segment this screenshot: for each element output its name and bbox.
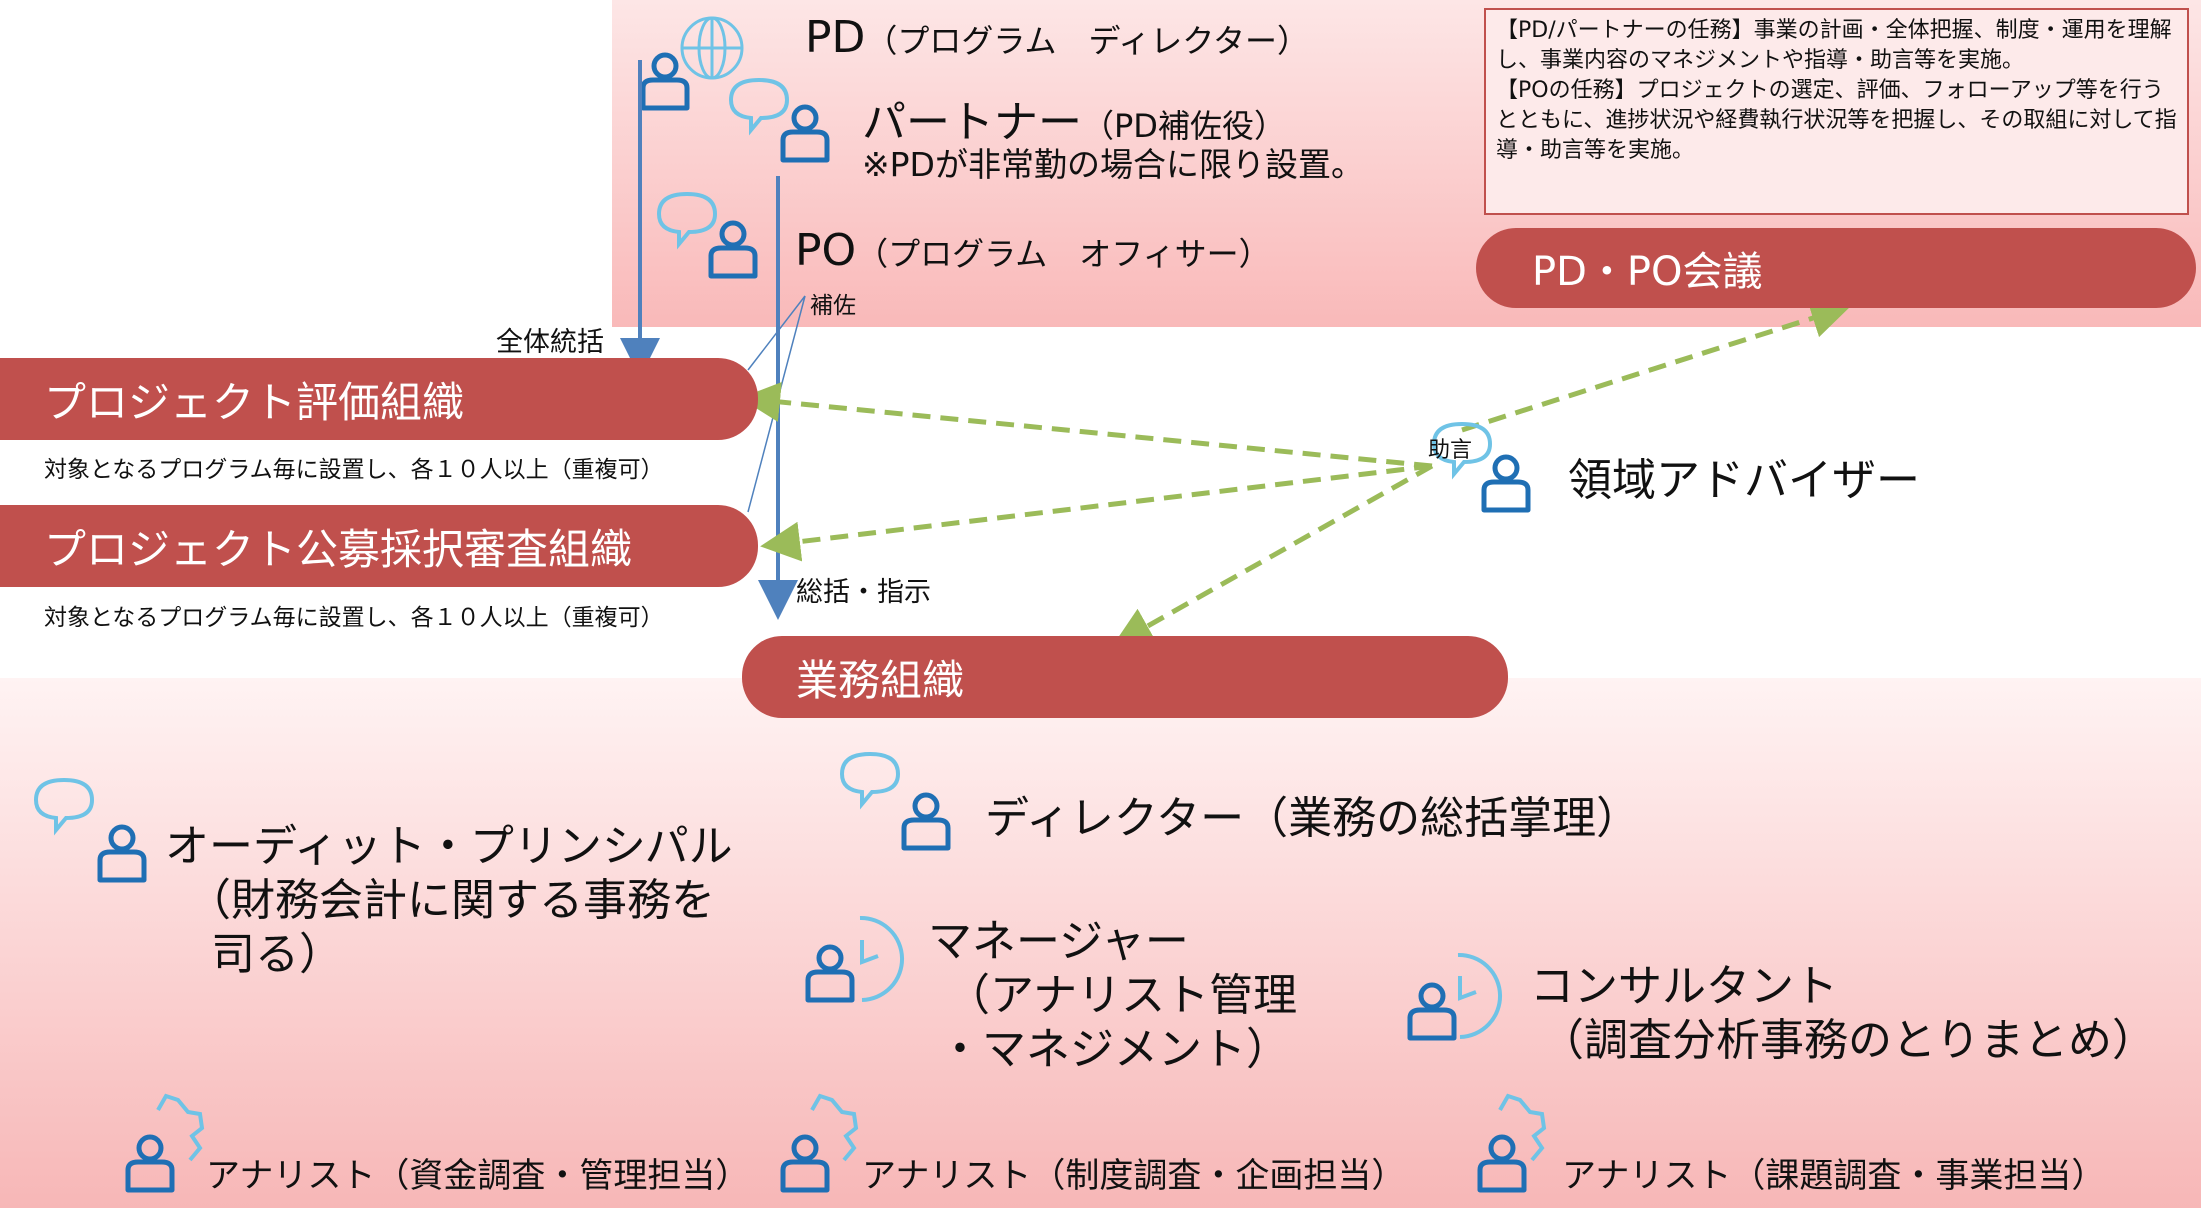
- overall-label: 全体統括: [496, 327, 604, 358]
- consultant-person-icon: [1410, 985, 1454, 1038]
- pd-main: PD: [805, 12, 866, 63]
- review-org-label: プロジェクト公募採択審査組織: [44, 524, 633, 574]
- globe-icon: [680, 16, 744, 80]
- audit-line2: （財務会計に関する事務を: [187, 875, 715, 926]
- advice-arrow-meeting: [1461, 299, 1852, 433]
- analyst1-gear-icon: [156, 1093, 205, 1162]
- partner-person-icon: [783, 107, 827, 160]
- direct-label: 総括・指示: [796, 577, 931, 608]
- bottom-band: [0, 678, 2201, 1208]
- po-person-icon: [711, 223, 755, 276]
- director-bubble-icon: [840, 752, 900, 806]
- audit-person-icon: [100, 827, 144, 880]
- pd-po-meeting-pill: PD・PO会議: [1476, 228, 2196, 308]
- audit-line1: オーディット・プリンシパル: [165, 821, 733, 872]
- manager-clock-icon: [859, 915, 904, 1002]
- consultant-line1: コンサルタント: [1530, 961, 1838, 1012]
- consultant-line2: （調査分析事務のとりまとめ）: [1540, 1015, 2156, 1066]
- manager-person-icon: [808, 947, 852, 1000]
- manager-label: マネージャー （アナリスト管理 ・マネジメント）: [928, 915, 1297, 1077]
- advisor-person-icon: [1484, 457, 1528, 510]
- analyst2-gear-icon: [810, 1093, 859, 1162]
- pd-sub: （プログラム ディレクター）: [865, 22, 1309, 60]
- eval-org-pill: プロジェクト評価組織: [0, 358, 758, 440]
- manager-line2: （アナリスト管理: [946, 970, 1298, 1021]
- partner-role: パートナー（PD補佐役）: [862, 86, 1286, 150]
- manager-line1: マネージャー: [928, 916, 1189, 967]
- pd-role: PD（プログラム ディレクター）: [805, 12, 1309, 63]
- advice-arrow-review: [760, 463, 1433, 562]
- eval-org-label: プロジェクト評価組織: [44, 377, 465, 427]
- meeting-label: PD・PO会議: [1532, 249, 1763, 295]
- assist-label: 補佐: [810, 293, 856, 319]
- po-sub: （プログラム オフィサー）: [856, 235, 1271, 273]
- audit-bubble-icon: [34, 778, 94, 832]
- audit-label: オーディット・プリンシパル （財務会計に関する事務を 司る）: [165, 820, 733, 982]
- duties-box: 【PD/パートナーの任務】事業の計画・全体把握、制度・運用を理解し、事業内容のマ…: [1484, 8, 2189, 215]
- advisor-label: 領域アドバイザー: [1568, 455, 1920, 506]
- po-main: PO: [795, 225, 857, 276]
- review-org-note: 対象となるプログラム毎に設置し、各１０人以上（重複可）: [44, 605, 664, 631]
- advice-arrow-business: [1112, 463, 1434, 646]
- analyst2-person-icon: [783, 1137, 827, 1190]
- director-label: ディレクター（業務の総括掌理）: [985, 793, 1641, 844]
- manager-line3: ・マネジメント）: [938, 1024, 1290, 1075]
- assist-line-eval: [747, 295, 806, 371]
- po-duty-text: プロジェクトの選定、評価、フォローアップ等を行うとともに、進捗状況や経費執行状況…: [1496, 78, 2177, 163]
- pd-duty-title: 【PD/パートナーの任務】: [1496, 18, 1754, 43]
- review-org-pill: プロジェクト公募採択審査組織: [0, 505, 758, 587]
- eval-org-note: 対象となるプログラム毎に設置し、各１０人以上（重複可）: [44, 457, 664, 483]
- po-duty-title: 【POの任務】: [1496, 78, 1637, 103]
- business-org-label: 業務組織: [796, 655, 965, 705]
- analyst3-label: アナリスト（課題調査・事業担当）: [1562, 1156, 2106, 1196]
- po-bubble-icon: [657, 192, 717, 246]
- consultant-label: コンサルタント （調査分析事務のとりまとめ）: [1530, 960, 2156, 1068]
- partner-sub: （PD補佐役）: [1082, 107, 1286, 145]
- analyst1-person-icon: [128, 1137, 172, 1190]
- po-role: PO（プログラム オフィサー）: [795, 225, 1271, 276]
- advice-label: 助言: [1428, 438, 1473, 463]
- business-org-pill: 業務組織: [742, 636, 1508, 718]
- pd-person-icon: [643, 55, 687, 108]
- analyst1-label: アナリスト（資金調査・管理担当）: [206, 1156, 750, 1196]
- consultant-clock-icon: [1457, 952, 1502, 1039]
- director-person-icon: [904, 795, 948, 848]
- partner-bubble-icon: [729, 78, 789, 132]
- analyst3-gear-icon: [1498, 1093, 1547, 1162]
- partner-note: ※PDが非常勤の場合に限り設置。: [862, 145, 1364, 184]
- analyst2-label: アナリスト（制度調査・企画担当）: [862, 1156, 1406, 1196]
- pd-duty-text: 事業の計画・全体把握、制度・運用を理解し、事業内容のマネジメントや指導・助言等を…: [1496, 18, 2172, 73]
- partner-main: パートナー: [862, 97, 1082, 148]
- advice-arrow-eval: [740, 382, 1433, 469]
- analyst3-person-icon: [1480, 1137, 1524, 1190]
- audit-line3: 司る）: [211, 929, 343, 980]
